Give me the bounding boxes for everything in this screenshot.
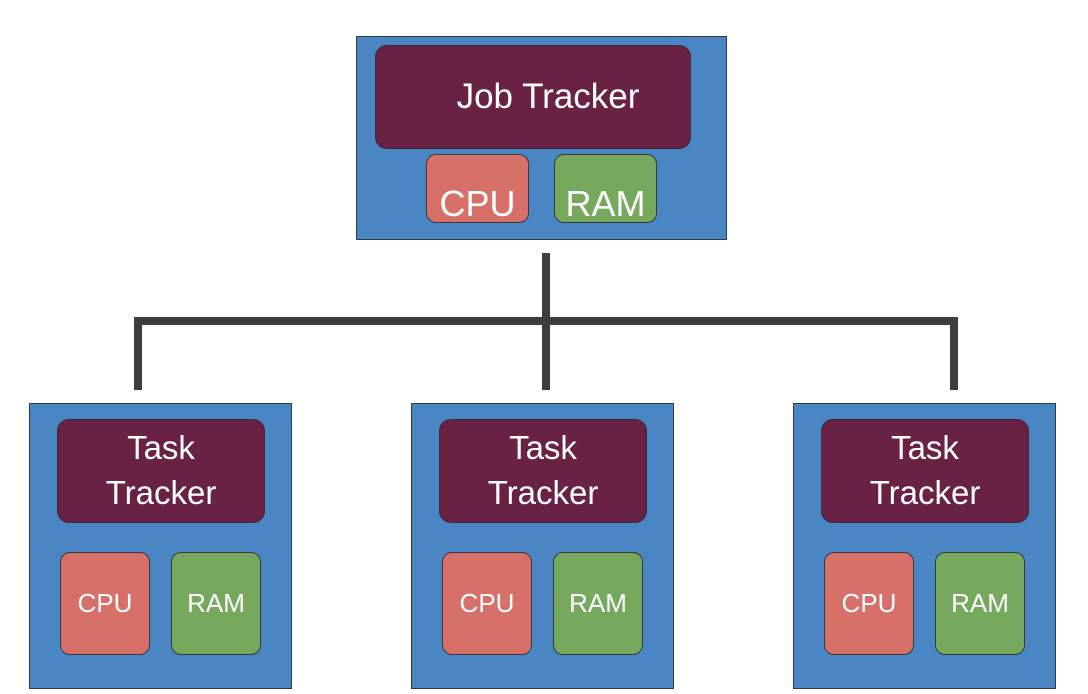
task-tracker-ram: RAM — [553, 552, 643, 655]
job-tracker-node: Job Tracker CPU RAM — [356, 36, 727, 240]
task-tracker-box: Task Tracker — [821, 419, 1029, 523]
task-tracker-node: Task Tracker CPU RAM — [793, 403, 1056, 689]
task-tracker-box: Task Tracker — [57, 419, 265, 523]
task-tracker-node: Task Tracker CPU RAM — [411, 403, 674, 689]
task-tracker-ram: RAM — [171, 552, 261, 655]
task-tracker-cpu: CPU — [60, 552, 150, 655]
task-tracker-cpu: CPU — [824, 552, 914, 655]
task-tracker-node: Task Tracker CPU RAM — [29, 403, 292, 689]
task-tracker-cpu: CPU — [442, 552, 532, 655]
job-tracker-box: Job Tracker — [375, 45, 691, 149]
job-tracker-cpu: CPU — [426, 154, 529, 223]
task-tracker-box: Task Tracker — [439, 419, 647, 523]
job-tracker-ram: RAM — [554, 154, 657, 223]
task-tracker-ram: RAM — [935, 552, 1025, 655]
